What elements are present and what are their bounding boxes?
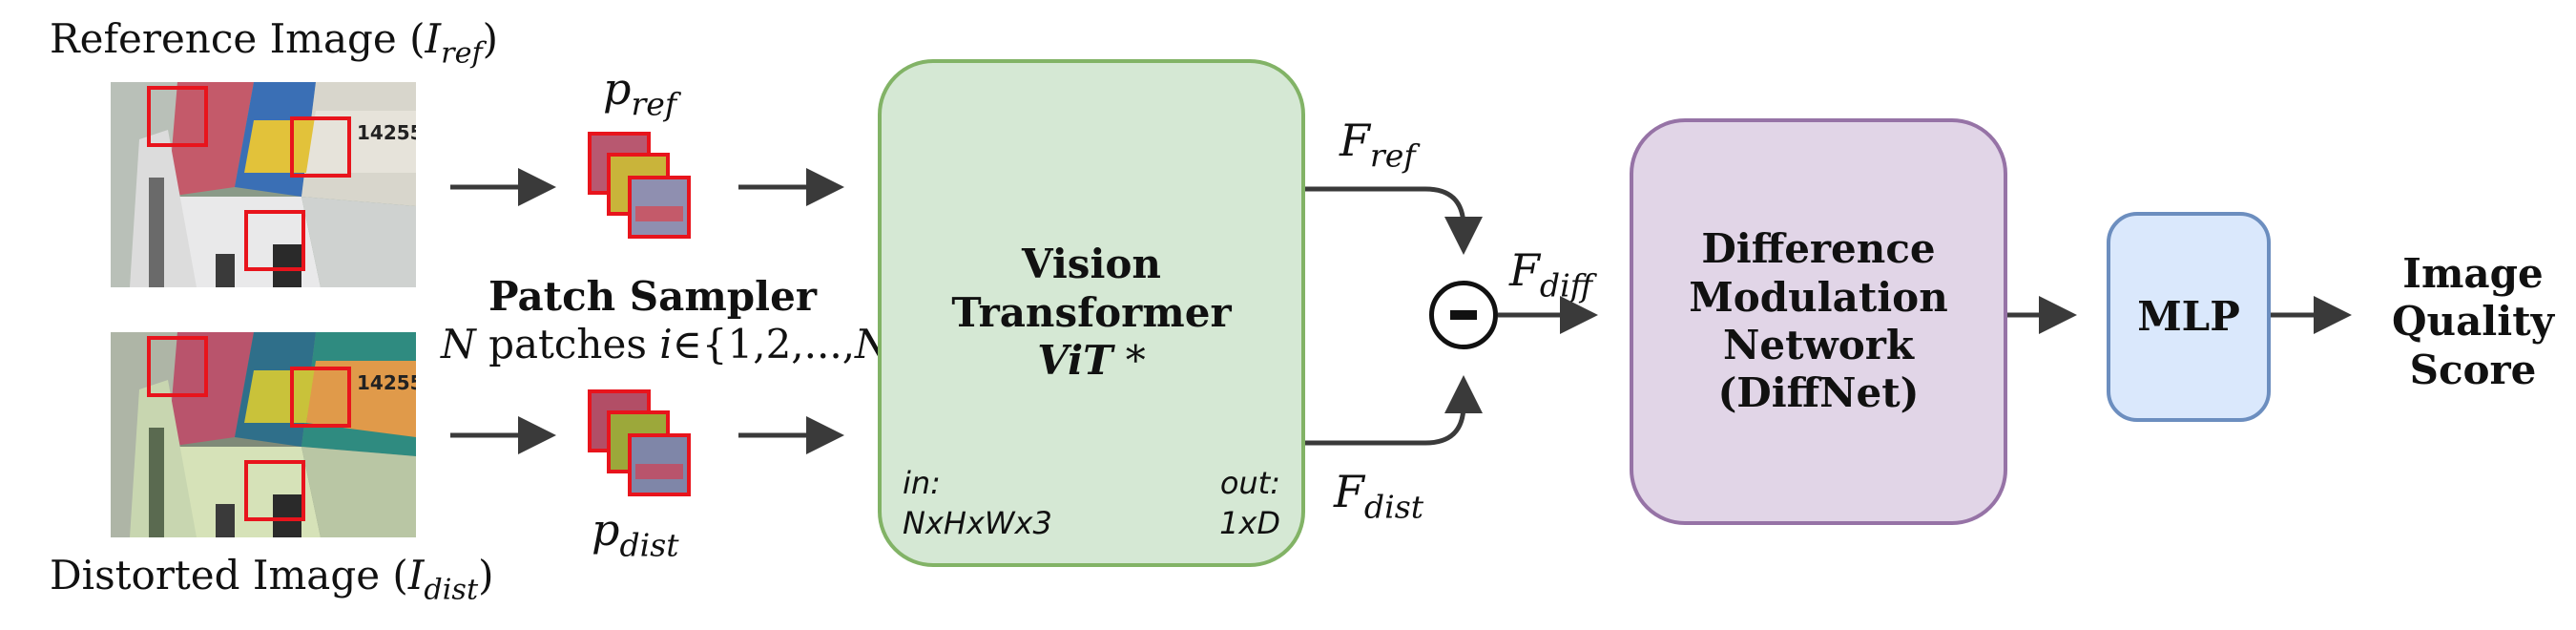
- patch-sampler-title: Patch Sampler: [488, 273, 817, 320]
- vit-title-line3: ViT *: [1037, 337, 1146, 385]
- patch-dist-label: pdist: [592, 504, 679, 564]
- diffnet-line1: Difference: [1701, 225, 1936, 273]
- distorted-image: 14255: [111, 332, 416, 537]
- reference-patch-stack: [588, 132, 695, 242]
- reference-image: 14255: [111, 82, 416, 287]
- quality-score-output: Image Quality Score: [2391, 250, 2555, 393]
- svg-text:14255: 14255: [357, 121, 416, 144]
- distorted-image-label: Distorted Image (Idist): [50, 552, 494, 607]
- vit-output-spec: out: 1xD: [1219, 465, 1280, 541]
- diffnet-block: Difference Modulation Network (DiffNet): [1630, 118, 2007, 525]
- vit-title-line1: Vision: [1022, 241, 1161, 288]
- arrow-f-ref-to-minus: [1305, 186, 1483, 255]
- reference-image-label: Reference Image (Iref): [50, 15, 499, 71]
- diffnet-line2: Modulation: [1689, 273, 1948, 321]
- diffnet-line4: (DiffNet): [1717, 369, 1920, 417]
- mlp-label: MLP: [2137, 292, 2240, 340]
- vision-transformer-block: Vision Transformer ViT * in: NxHxWx3 out…: [878, 59, 1305, 567]
- mlp-block: MLP: [2107, 212, 2271, 422]
- diffnet-line3: Network: [1723, 322, 1914, 368]
- distorted-patch-stack: [588, 389, 695, 500]
- f-ref-label: Fref: [1340, 115, 1416, 175]
- patch-ref-label: pref: [603, 63, 677, 123]
- svg-text:14255: 14255: [357, 371, 416, 394]
- f-dist-label: Fdist: [1334, 466, 1424, 526]
- vit-title-line2: Transformer: [951, 288, 1232, 336]
- arrow-f-dist-to-minus: [1305, 375, 1483, 446]
- vit-input-spec: in: NxHxWx3: [903, 465, 1052, 541]
- subtraction-node: [1429, 281, 1498, 349]
